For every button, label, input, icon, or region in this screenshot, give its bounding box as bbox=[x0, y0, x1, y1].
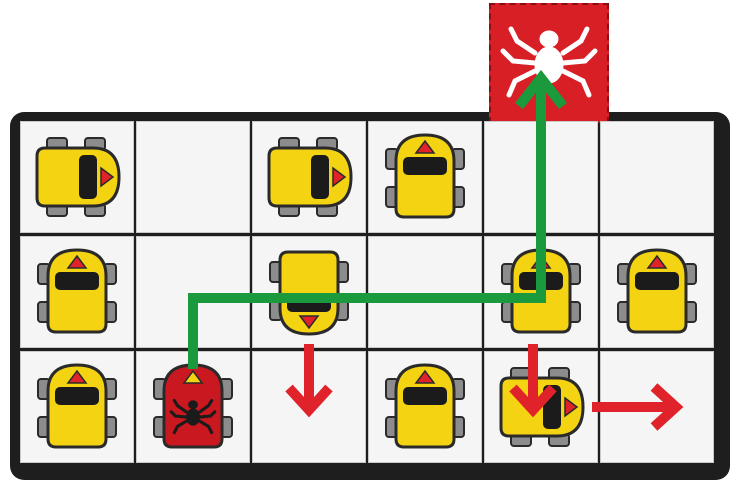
grid-cell-r0-c3[interactable] bbox=[368, 121, 482, 233]
robot-token bbox=[252, 121, 366, 233]
robot-token bbox=[20, 236, 134, 348]
grid-cell-r1-c3[interactable] bbox=[368, 236, 482, 348]
robot-token bbox=[20, 121, 134, 233]
robot-token bbox=[368, 351, 482, 463]
grid-cell-r1-c1[interactable] bbox=[136, 236, 250, 348]
grid-cell-r1-c0[interactable] bbox=[20, 236, 134, 348]
grid-cell-r0-c2[interactable] bbox=[252, 121, 366, 233]
robot bbox=[499, 367, 585, 447]
robot bbox=[37, 363, 117, 449]
grid-cell-r2-c2[interactable] bbox=[252, 351, 366, 463]
grid-cell-r2-c4[interactable] bbox=[484, 351, 598, 463]
robot bbox=[385, 363, 465, 449]
robot-token bbox=[484, 236, 598, 348]
grid-cell-r0-c5[interactable] bbox=[600, 121, 714, 233]
grid-cell-r2-c1[interactable] bbox=[136, 351, 250, 463]
exit-cell bbox=[489, 3, 609, 123]
robot bbox=[617, 248, 697, 334]
grid-cell-r2-c3[interactable] bbox=[368, 351, 482, 463]
grid-cell-r1-c2[interactable] bbox=[252, 236, 366, 348]
robot-token bbox=[600, 236, 714, 348]
robot bbox=[267, 137, 353, 217]
robot bbox=[269, 250, 349, 336]
grid-cell-r1-c4[interactable] bbox=[484, 236, 598, 348]
robot-token bbox=[368, 121, 482, 233]
robot-token bbox=[20, 351, 134, 463]
robot bbox=[37, 248, 117, 334]
grid-cell-r0-c1[interactable] bbox=[136, 121, 250, 233]
grid-cell-r2-c0[interactable] bbox=[20, 351, 134, 463]
robot bbox=[385, 133, 465, 219]
player-robot-token bbox=[136, 351, 250, 463]
robot-token bbox=[252, 236, 366, 348]
spider-icon bbox=[169, 398, 217, 435]
grid-cell-r2-c5[interactable] bbox=[600, 351, 714, 463]
grid-cell-r1-c5[interactable] bbox=[600, 236, 714, 348]
robot bbox=[35, 137, 121, 217]
player-spider-badge bbox=[163, 385, 223, 449]
robot-token bbox=[484, 351, 598, 463]
robot bbox=[501, 248, 581, 334]
grid-cell-r0-c0[interactable] bbox=[20, 121, 134, 233]
grid-cell-r0-c4[interactable] bbox=[484, 121, 598, 233]
spider-icon bbox=[500, 26, 598, 98]
